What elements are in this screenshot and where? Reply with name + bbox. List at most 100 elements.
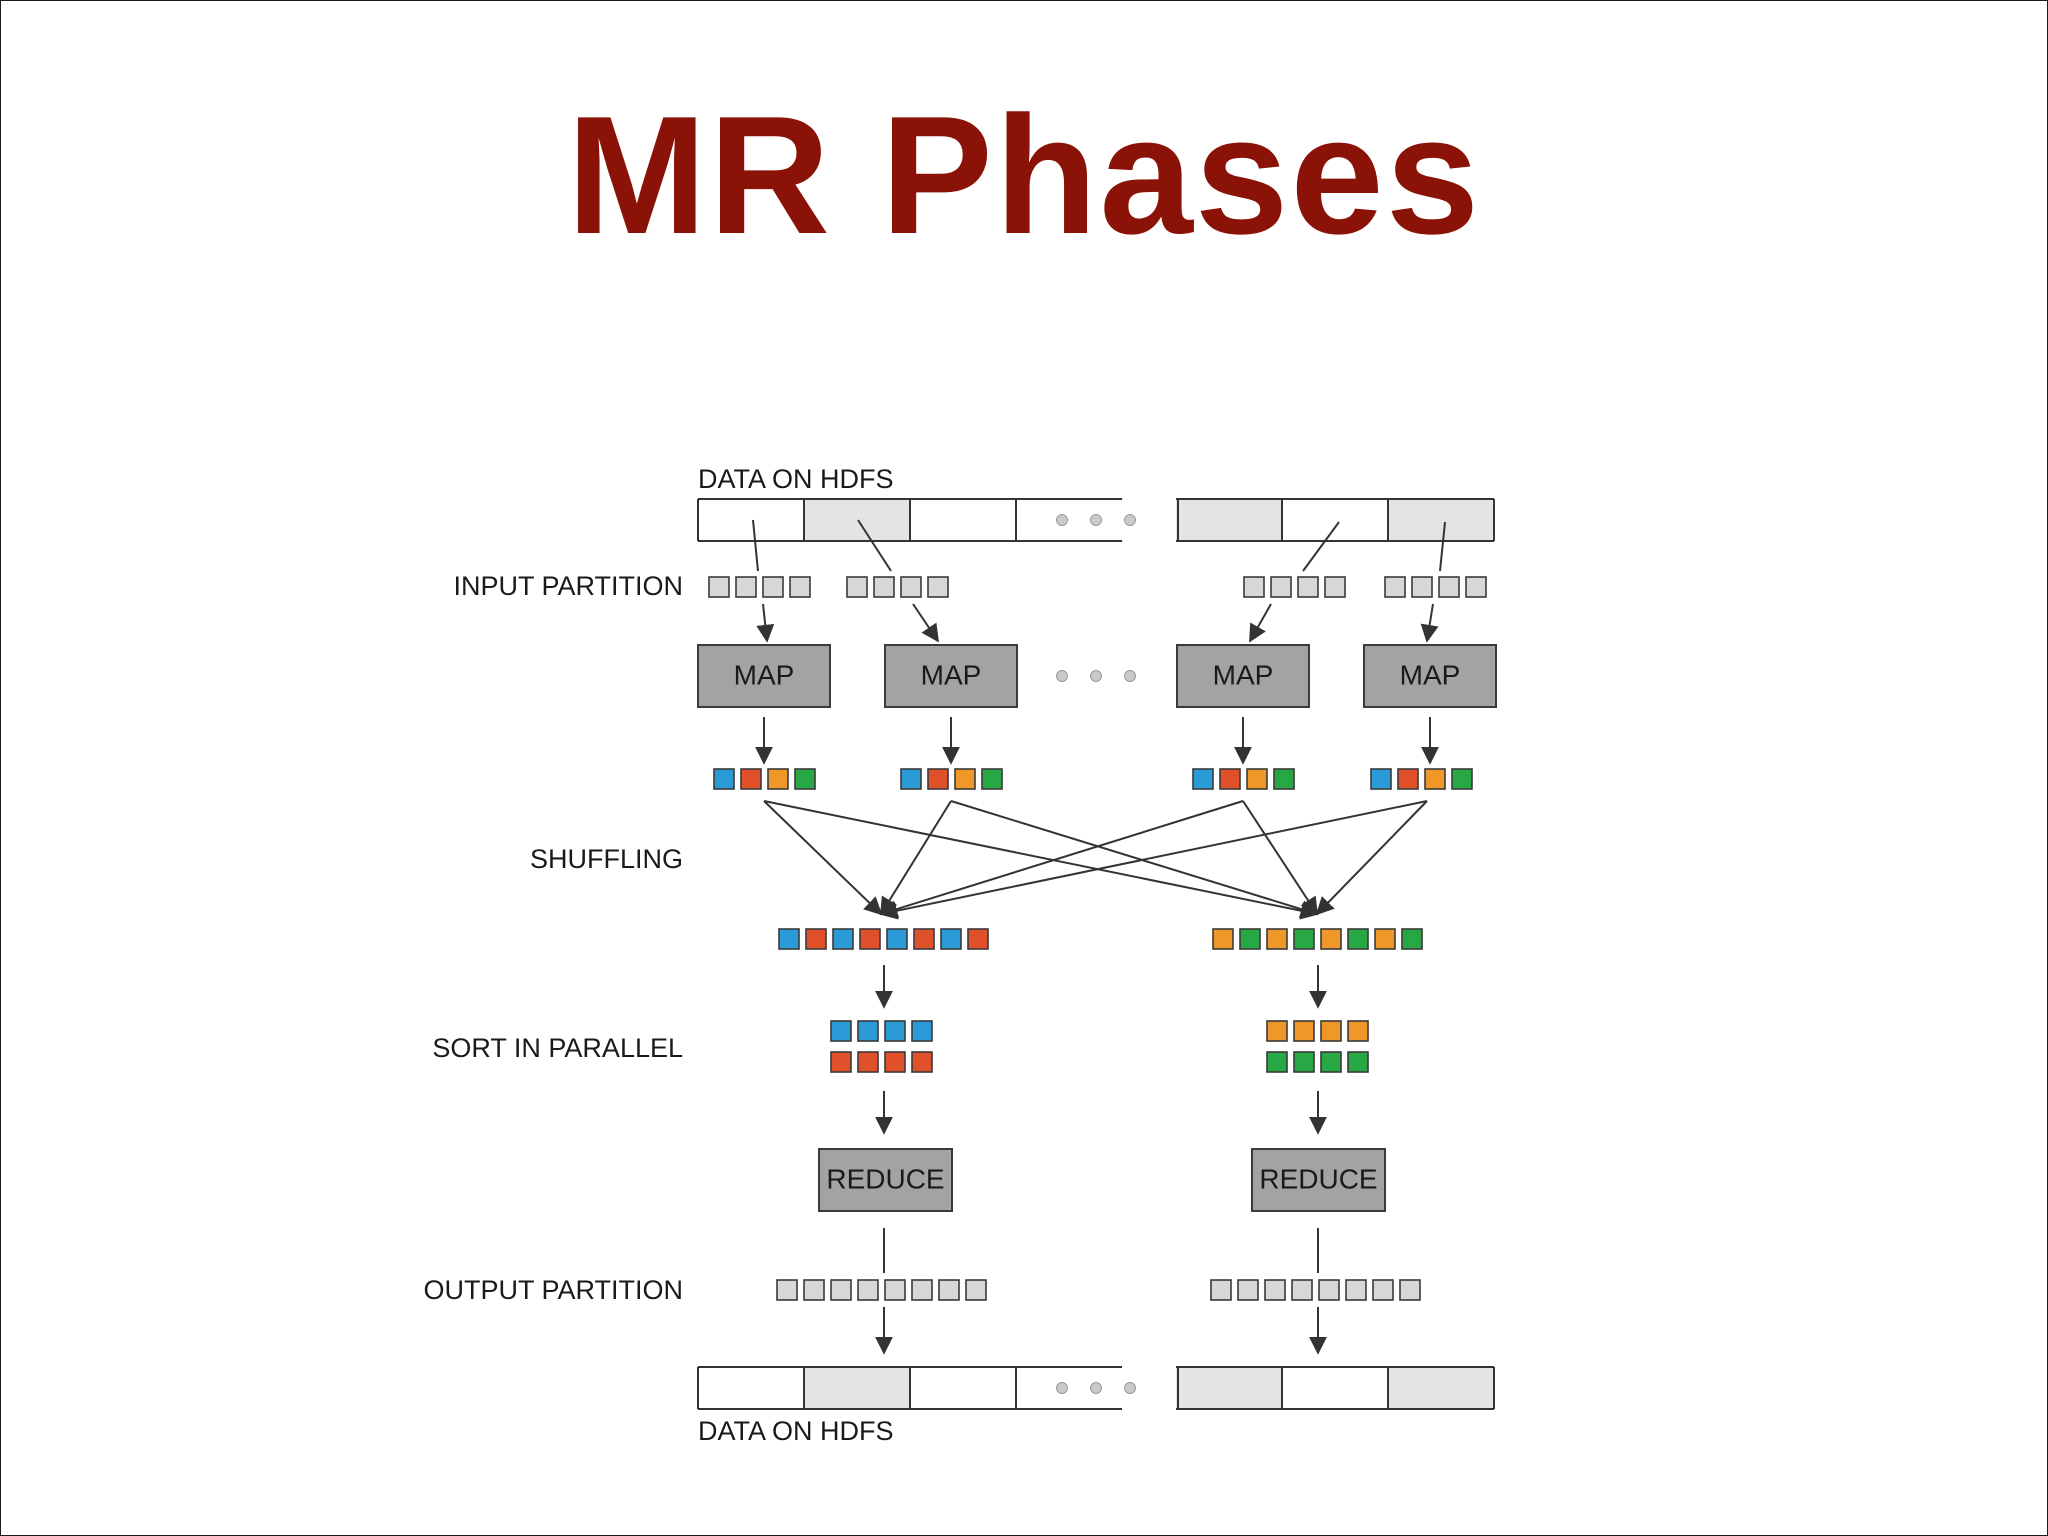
sorted-chip	[1320, 1051, 1342, 1073]
sorted-chip	[884, 1051, 906, 1073]
map-output-chip	[900, 768, 922, 790]
map-output-chip	[1246, 768, 1268, 790]
sorted-chip	[911, 1020, 933, 1042]
shuffled-chip	[1239, 928, 1261, 950]
input-partition-chip	[1438, 576, 1460, 598]
output-partition-chip	[776, 1279, 798, 1301]
output-partition-chip	[857, 1279, 879, 1301]
input-partition-chip	[846, 576, 868, 598]
input-partition-chip	[735, 576, 757, 598]
label-input-partition: INPUT PARTITION	[453, 571, 683, 601]
map-ellipsis-dot	[1090, 670, 1102, 682]
shuffled-chip	[805, 928, 827, 950]
shuffle-arrow	[879, 800, 1428, 920]
map-output-chip	[1192, 768, 1214, 790]
output-partition-chip	[1372, 1279, 1394, 1301]
hdfs-top-ellipsis-dot	[1124, 514, 1136, 526]
sorted-chip	[830, 1020, 852, 1042]
map-box	[884, 644, 1018, 708]
hdfs-bottom-cell	[1016, 1367, 1122, 1409]
sorted-chip	[830, 1051, 852, 1073]
map-box	[1363, 644, 1497, 708]
shuffle-arrow	[880, 800, 952, 916]
map-output-chip	[1424, 768, 1446, 790]
map-output-chip	[1397, 768, 1419, 790]
label-data-on-hdfs-top: DATA ON HDFS	[698, 464, 894, 494]
shuffle-arrow	[763, 800, 1319, 920]
input-partition-chip	[1297, 576, 1319, 598]
input-to-map-arrow	[912, 603, 940, 643]
hdfs-bottom-cell	[698, 1367, 804, 1409]
output-partition-chip	[884, 1279, 906, 1301]
shuffled-chip	[1374, 928, 1396, 950]
hdfs-to-input-line	[857, 519, 892, 572]
sorted-chip	[857, 1051, 879, 1073]
shuffle-arrow	[763, 800, 883, 916]
map-output-chip	[981, 768, 1003, 790]
shuffle-arrow	[1315, 800, 1428, 916]
reduce-box-label: REDUCE	[1259, 1163, 1377, 1194]
hdfs-top-cell	[1388, 499, 1494, 541]
map-box	[697, 644, 831, 708]
shuffled-chip	[1401, 928, 1423, 950]
shuffled-chip	[886, 928, 908, 950]
input-to-map-arrow	[1420, 603, 1439, 643]
hdfs-bottom-ellipsis-dot	[1124, 1382, 1136, 1394]
map-output-chip	[1219, 768, 1241, 790]
hdfs-bottom-cell	[804, 1367, 910, 1409]
map-box-label: MAP	[1213, 659, 1274, 690]
input-partition-chip	[873, 576, 895, 598]
hdfs-to-input-line	[1439, 521, 1446, 572]
reduce-box-label: REDUCE	[826, 1163, 944, 1194]
sorted-chip	[1347, 1020, 1369, 1042]
map-output-chip	[713, 768, 735, 790]
shuffled-chip	[913, 928, 935, 950]
shuffle-arrow	[950, 800, 1319, 918]
input-partition-chip	[789, 576, 811, 598]
output-partition-chip	[1264, 1279, 1286, 1301]
sorted-chip	[1266, 1051, 1288, 1073]
map-output-chip	[767, 768, 789, 790]
shuffled-chip	[778, 928, 800, 950]
output-partition-chip	[1237, 1279, 1259, 1301]
output-partition-chip	[911, 1279, 933, 1301]
input-partition-chip	[1411, 576, 1433, 598]
map-output-chip	[1370, 768, 1392, 790]
input-partition-chip	[1243, 576, 1265, 598]
reduce-box	[818, 1148, 953, 1212]
map-output-chip	[954, 768, 976, 790]
hdfs-top-cell	[1176, 499, 1282, 541]
map-output-chip	[1273, 768, 1295, 790]
input-partition-chip	[708, 576, 730, 598]
hdfs-bottom-cell	[1282, 1367, 1388, 1409]
map-output-chip	[740, 768, 762, 790]
shuffle-arrow	[879, 800, 1244, 918]
shuffled-chip	[1320, 928, 1342, 950]
shuffled-chip	[1212, 928, 1234, 950]
hdfs-top-cell	[1282, 499, 1388, 541]
output-partition-chip	[938, 1279, 960, 1301]
output-partition-chip	[803, 1279, 825, 1301]
hdfs-top-ellipsis-dot	[1090, 514, 1102, 526]
shuffled-chip	[1347, 928, 1369, 950]
input-partition-chip	[927, 576, 949, 598]
input-partition-chip	[1270, 576, 1292, 598]
sorted-chip	[1293, 1051, 1315, 1073]
map-ellipsis-dot	[1124, 670, 1136, 682]
label-shuffling: SHUFFLING	[530, 844, 683, 874]
map-output-chip	[1451, 768, 1473, 790]
hdfs-bottom-ellipsis-dot	[1090, 1382, 1102, 1394]
map-ellipsis-dot	[1056, 670, 1068, 682]
hdfs-bottom-cell	[1388, 1367, 1494, 1409]
output-partition-chip	[1399, 1279, 1421, 1301]
map-output-chip	[794, 768, 816, 790]
output-partition-chip	[965, 1279, 987, 1301]
label-sort-in-parallel: SORT IN PARALLEL	[432, 1033, 683, 1063]
hdfs-top-cell	[804, 499, 910, 541]
map-box-label: MAP	[921, 659, 982, 690]
hdfs-top-ellipsis-dot	[1056, 514, 1068, 526]
output-partition-chip	[1318, 1279, 1340, 1301]
output-partition-chip	[1210, 1279, 1232, 1301]
